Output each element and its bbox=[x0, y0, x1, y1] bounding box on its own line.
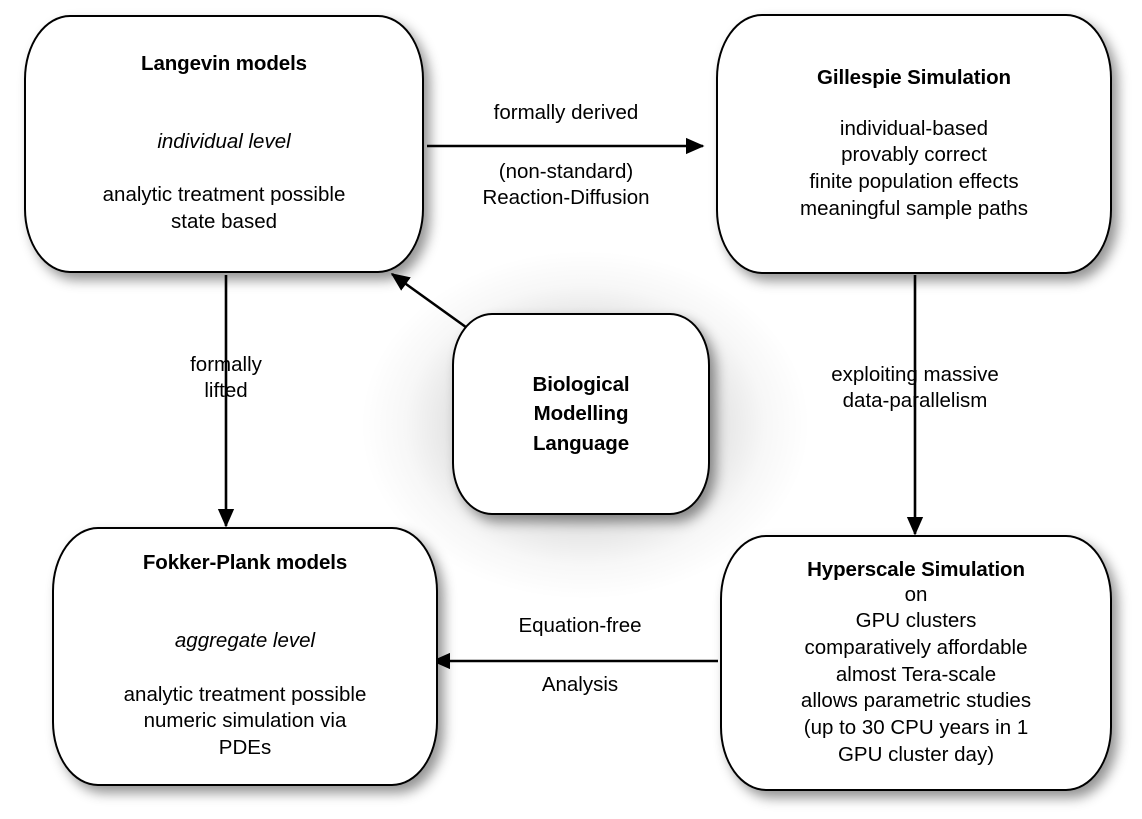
node-bml-title: Biological Modelling Language bbox=[532, 373, 630, 455]
edge-label-non-standard-reaction-diffusion: (non-standard) Reaction-Diffusion bbox=[482, 160, 650, 210]
node-fokker-body-wrap: aggregate level analytic treatment possi… bbox=[124, 602, 367, 762]
edge-label-exploiting-massive-data-parallelism: exploiting massive data-parallelism bbox=[831, 363, 999, 413]
node-gillespie-title: Gillespie Simulation bbox=[817, 65, 1011, 89]
node-hyperscale-simulation[interactable]: Hyperscale Simulation on GPU clusters co… bbox=[720, 535, 1112, 791]
node-langevin-body-wrap: individual level analytic treatment poss… bbox=[103, 102, 346, 235]
node-hyperscale-body: on GPU clusters comparatively affordable… bbox=[800, 582, 1032, 766]
node-fokker-body: analytic treatment possible numeric simu… bbox=[123, 682, 367, 759]
edge-label-analysis: Analysis bbox=[541, 673, 619, 696]
node-gillespie-body: individual-based provably correct finite… bbox=[800, 116, 1028, 220]
node-langevin-emphasis: individual level bbox=[157, 130, 291, 154]
node-fokker-title: Fokker-Plank models bbox=[142, 551, 348, 575]
node-fokker-plank-models[interactable]: Fokker-Plank models aggregate level anal… bbox=[52, 527, 438, 786]
edge-label-formally-derived: formally derived bbox=[493, 101, 639, 124]
node-hyperscale-title: Hyperscale Simulation bbox=[807, 557, 1025, 581]
edge-label-equation-free: Equation-free bbox=[518, 614, 642, 637]
node-langevin-models[interactable]: Langevin models individual level analyti… bbox=[24, 15, 424, 273]
node-langevin-body: analytic treatment possible state based bbox=[102, 183, 346, 234]
node-fokker-emphasis: aggregate level bbox=[174, 629, 316, 653]
edge-label-formally-lifted: formally lifted bbox=[190, 353, 262, 403]
node-gillespie-simulation[interactable]: Gillespie Simulation individual-based pr… bbox=[716, 14, 1112, 274]
node-langevin-title: Langevin models bbox=[141, 52, 307, 76]
arrow-bml-to-langevin bbox=[390, 272, 471, 332]
node-biological-modelling-language[interactable]: Biological Modelling Language bbox=[452, 313, 710, 515]
